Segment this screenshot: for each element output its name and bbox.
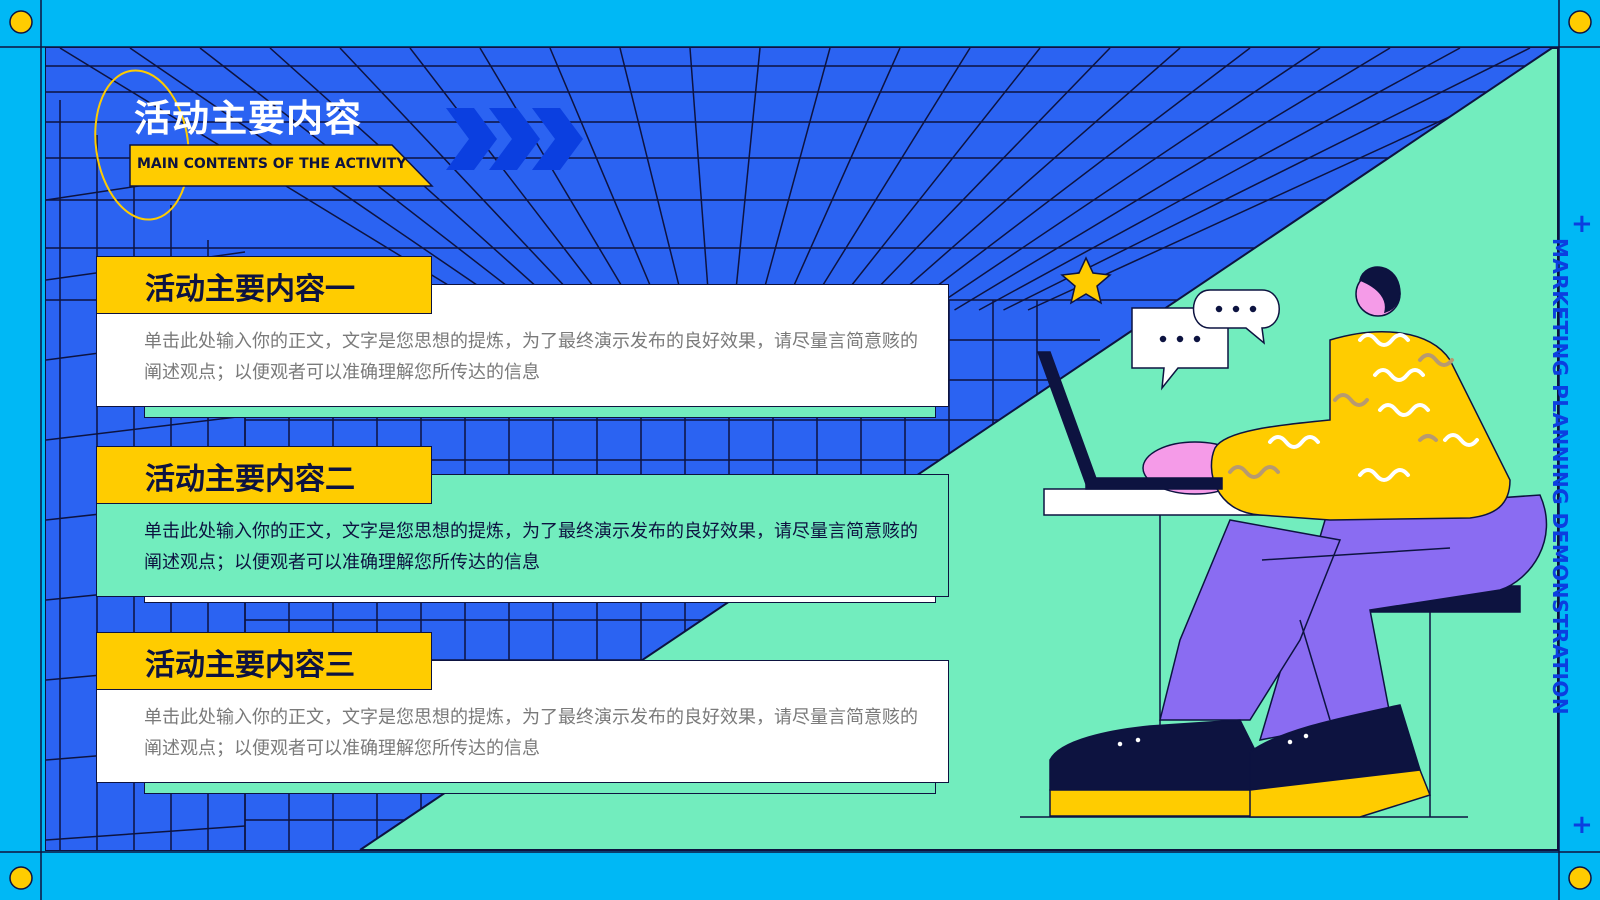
title-ring [94, 69, 190, 221]
card-heading: 活动主要内容二 [145, 462, 355, 497]
person-illustration [1020, 256, 1548, 818]
subtitle-label: MAIN CONTENTS OF THE ACTIVITY [137, 156, 407, 172]
chat-bubble-icon [1131, 289, 1280, 391]
plus-icon-bottom: + [1571, 810, 1593, 840]
card-heading-box [96, 256, 432, 314]
corner-dot-icon [9, 10, 1592, 890]
card-text[interactable]: 单击此处输入你的正文，文字是您思想的提炼，为了最终演示发布的良好效果，请尽量言简… [144, 707, 918, 759]
page-title: 活动主要内容 [134, 97, 362, 140]
card-heading: 活动主要内容一 [145, 272, 355, 307]
chevron-arrows-icon [446, 108, 583, 170]
card-heading-box [96, 446, 432, 504]
card-heading-box [96, 632, 432, 690]
plus-icon-top: + [1571, 209, 1593, 239]
card-text[interactable]: 单击此处输入你的正文，文字是您思想的提炼，为了最终演示发布的良好效果，请尽量言简… [144, 521, 918, 573]
card-heading: 活动主要内容三 [145, 648, 355, 683]
subtitle-label-shape [129, 144, 434, 187]
star-icon [1060, 256, 1112, 305]
side-vertical-text: MARKETING PLANNING DEMONSTRATION [1548, 238, 1572, 716]
card-text[interactable]: 单击此处输入你的正文，文字是您思想的提炼，为了最终演示发布的良好效果，请尽量言简… [144, 331, 918, 383]
